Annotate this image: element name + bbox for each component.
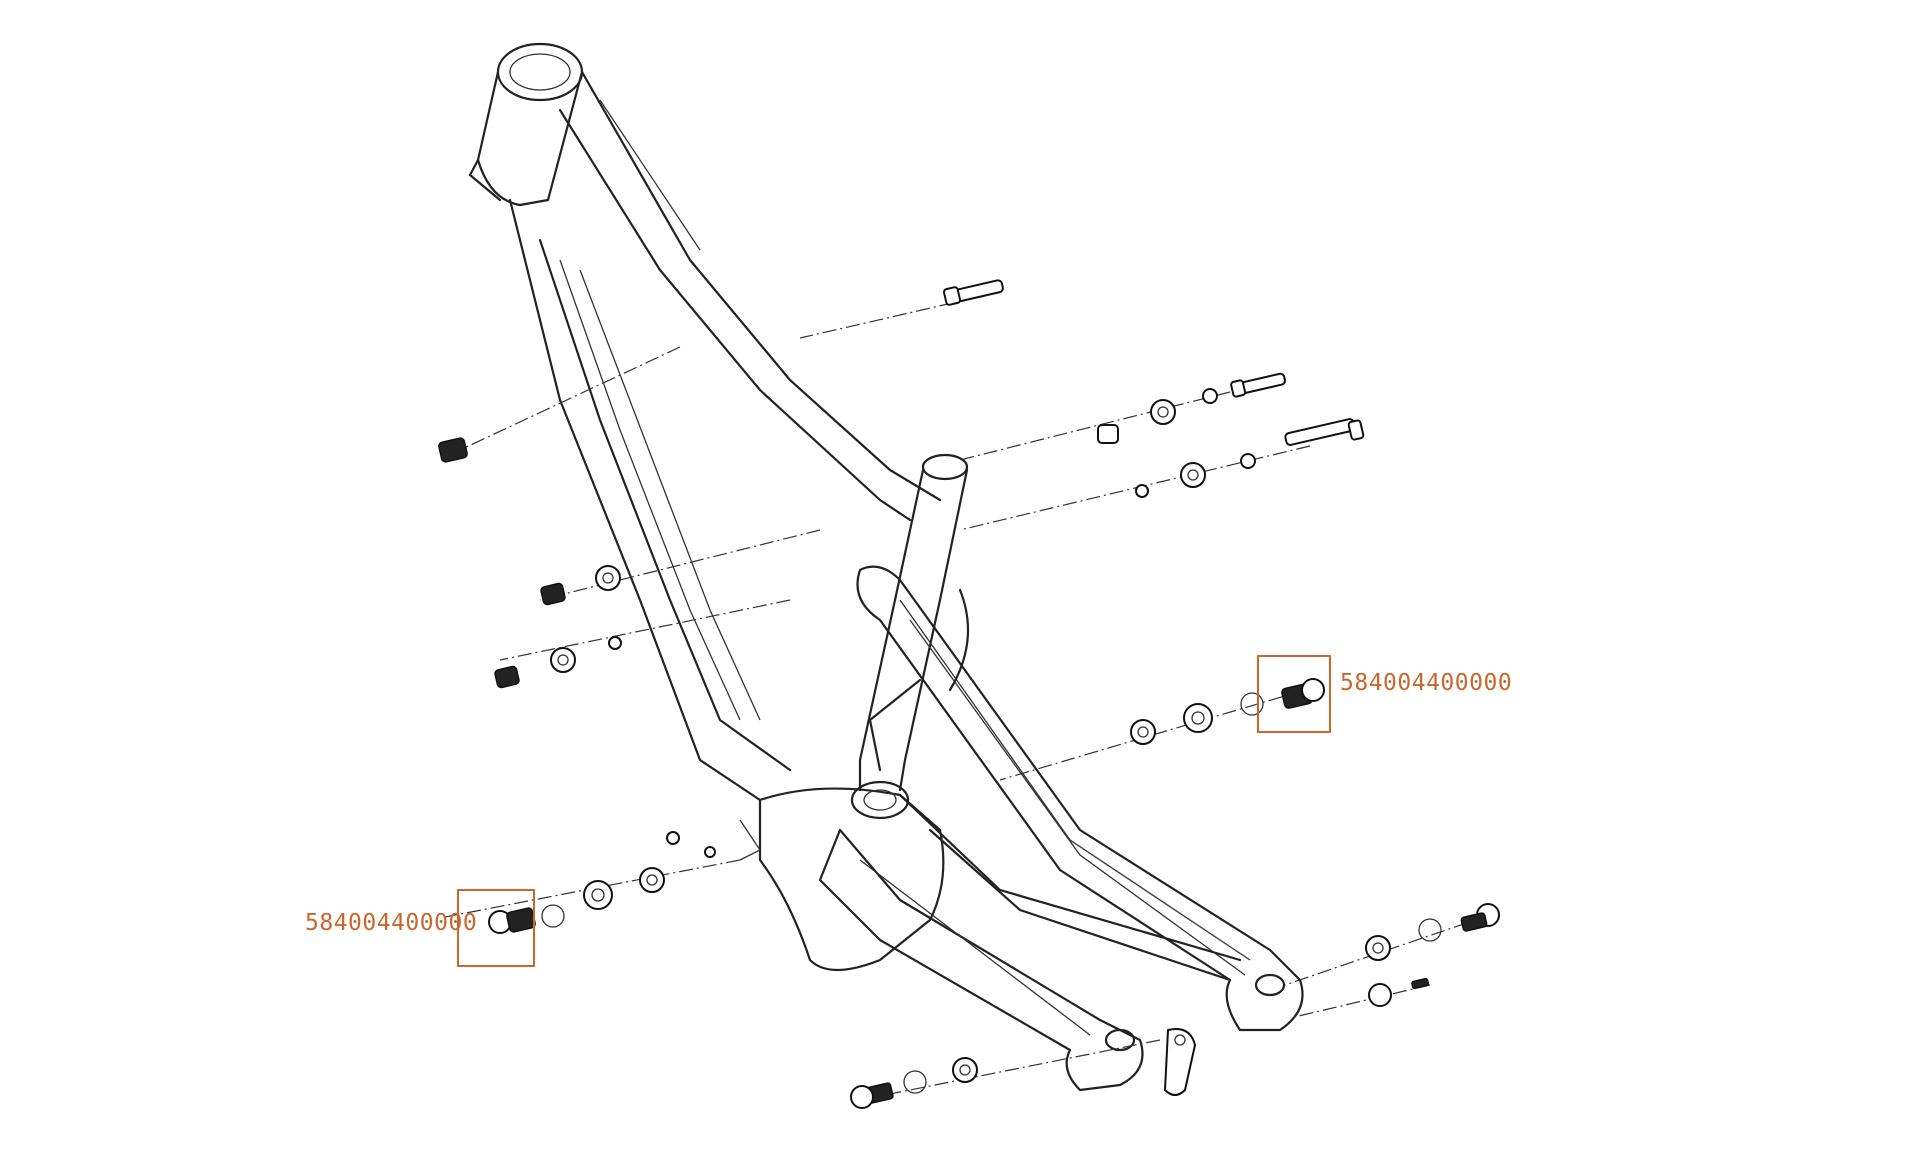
axle-pin-dropout (1411, 977, 1430, 990)
circlip-dropout (1418, 918, 1442, 942)
rocker-bolt-long (1284, 418, 1365, 446)
part-number-label-right: 584004400000 (1340, 670, 1513, 696)
bearing-upper (1150, 399, 1176, 425)
bearing-bottom (952, 1057, 978, 1083)
threaded-insert-mid (540, 582, 566, 606)
assembly-axes (439, 291, 1491, 1101)
circlip-left (541, 904, 565, 928)
callout-box-left (457, 889, 535, 967)
small-bolt-lower (666, 831, 680, 845)
axle-bolt-bottom (850, 1082, 894, 1109)
axle-bolt-right (1281, 678, 1325, 709)
circlip-bottom (903, 1070, 927, 1094)
dropout-bolt-right (1460, 903, 1500, 932)
threaded-insert-top (438, 437, 468, 463)
top-tube (580, 70, 942, 502)
chain-stay (818, 828, 1144, 1092)
pivot-bolt-top (942, 279, 1004, 306)
callout-box-right (1257, 655, 1331, 733)
bearing-right-mid (1130, 719, 1156, 745)
small-washer-lower (704, 846, 716, 858)
front-triangle-frame (468, 42, 969, 971)
rear-swingarm (818, 565, 1304, 1092)
washer-upper (1202, 388, 1218, 404)
bottom-bracket (758, 787, 945, 971)
bearing-left-mid (595, 565, 621, 591)
bearing-left-low (550, 647, 576, 673)
rocker-bolt-upper (1230, 372, 1286, 398)
spacer-upper (1097, 424, 1119, 444)
seat-tube-top (921, 453, 969, 481)
seat-stay (856, 565, 1304, 1032)
bearing-dropout (1365, 935, 1391, 961)
threaded-insert-low (494, 665, 520, 689)
down-tube (508, 198, 762, 802)
seat-tube (858, 468, 925, 792)
axle-nut-dropout (1368, 983, 1392, 1007)
hardware-parts (438, 279, 1500, 1109)
part-number-label-left: 584004400000 (305, 910, 478, 936)
bearing-left-lower-2 (639, 867, 665, 893)
derailleur-hanger (1163, 1028, 1197, 1096)
bearing-mid (1180, 462, 1206, 488)
bearing-right-mid-2 (1183, 703, 1213, 733)
washer-mid-small (1135, 484, 1149, 498)
washer-mid (1240, 453, 1256, 469)
washer-left-low (608, 636, 622, 650)
circlip-right-mid (1240, 692, 1264, 716)
axle-bolt-left (488, 907, 536, 934)
bearing-left-lower (583, 880, 613, 910)
